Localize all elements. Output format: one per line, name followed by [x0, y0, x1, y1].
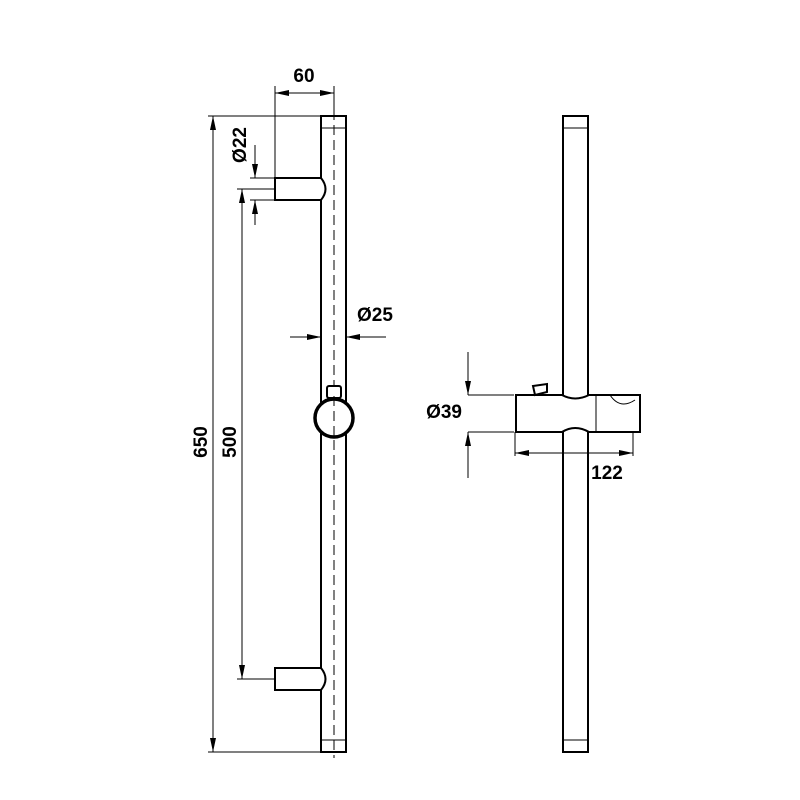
dimension-label: 500: [220, 426, 241, 458]
dimension-label: Ø25: [357, 305, 393, 326]
front-view: 60 650 500 Ø22 Ø25: [191, 66, 393, 758]
dimension-60: 60: [274, 66, 335, 178]
dimension-label: 650: [191, 426, 212, 458]
dimension-122: 122: [514, 432, 634, 484]
dimension-d22: Ø22: [230, 127, 275, 225]
dimension-label: 60: [293, 66, 314, 87]
bottom-bracket: [274, 667, 327, 691]
slider-side: [515, 382, 641, 433]
dimension-650: 650: [191, 115, 321, 753]
rail-side: [562, 115, 589, 753]
dimension-label: Ø22: [230, 127, 251, 163]
dimension-label: 122: [591, 463, 623, 484]
top-bracket: [274, 177, 327, 201]
dimension-d39: Ø39: [426, 352, 514, 478]
dimension-label: Ø39: [426, 402, 462, 423]
dimension-500: 500: [220, 188, 275, 680]
dimension-d25: Ø25: [290, 305, 393, 340]
slider-ring: [313, 385, 355, 440]
side-view: Ø39 122: [426, 115, 641, 753]
